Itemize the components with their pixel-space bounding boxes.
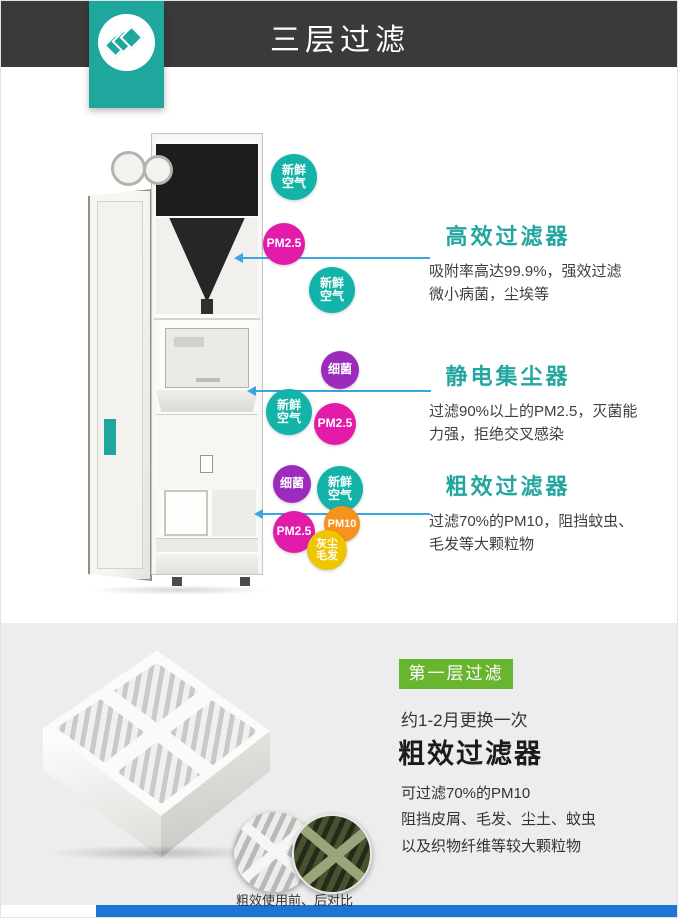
callout-electrostatic: 静电集尘器 过滤90%以上的PM2.5，灭菌能 力强，拒绝交叉感染 [383,359,655,447]
unit-base [156,538,258,552]
callout-arrow [247,386,431,396]
replace-interval-note: 约1-2月更换一次 [401,711,528,730]
door-inner-panel [97,201,143,569]
layers-icon [98,14,155,71]
unit-open-door [88,189,152,581]
badge-pm25: PM2.5 [314,403,356,445]
bottom-accent-bar [96,905,677,917]
callout-title: 高效过滤器 [445,224,571,249]
angled-panel [156,390,258,412]
air-duct [111,151,146,186]
filter-shadow [47,845,267,861]
layer-one-badge: 第一层过滤 [399,659,513,689]
callout-title: 粗效过滤器 [445,474,571,499]
unit-foot [240,577,250,586]
top-air-chamber [156,144,258,216]
badge-germ: 细菌 [273,465,311,503]
coarse-filter-description: 可过滤70%的PM10 阻挡皮屑、毛发、尘土、蚊虫 以及织物纤维等较大颗粒物 [401,785,597,855]
coarse-filter-title: 粗效过滤器 [398,739,543,769]
door-label-sticker [104,419,116,455]
unit-kickplate [156,554,258,574]
badge-fresh-air: 新鲜 空气 [266,389,312,435]
product-photo [86,129,271,595]
badge-fresh-air: 新鲜 空气 [309,267,355,313]
callout-title: 静电集尘器 [445,364,571,389]
lower-opening [212,490,256,536]
page-title: 三层过滤 [270,24,410,57]
hepa-v-filter [156,218,258,314]
badge-dust-hair: 灰尘 毛发 [307,530,347,570]
collector-handle [196,378,220,382]
compare-caption: 粗效使用前、后对比 [235,893,353,908]
callout-body: 过滤70%的PM10，阻挡蚊虫、 毛发等大颗粒物 [429,513,634,554]
coarse-filter-photo [41,647,273,861]
collector-label [174,337,204,347]
electrostatic-collector [165,328,249,388]
brand-logo [89,1,164,108]
v-filter-stem [200,298,214,314]
coarse-filter-slot [164,490,208,536]
callout-body: 吸附率高达99.9%，强效过滤 微小病菌，尘埃等 [429,263,622,304]
unit-foot [172,577,182,586]
badge-fresh-air: 新鲜 空气 [317,466,363,512]
air-duct [143,155,173,185]
badge-pm25: PM2.5 [263,223,305,265]
compare-after-circle [292,814,372,894]
unit-cabinet [151,133,263,575]
warning-sticker [200,455,213,473]
callout-body: 过滤90%以上的PM2.5，灭菌能 力强，拒绝交叉感染 [429,403,638,444]
callout-hepa-filter: 高效过滤器 吸附率高达99.9%，强效过滤 微小病菌，尘埃等 [383,219,655,307]
filter-top-face [43,650,271,816]
callout-coarse-filter: 粗效过滤器 过滤70%的PM10，阻挡蚊虫、 毛发等大颗粒物 [383,469,655,557]
lower-panel [156,414,258,490]
callout-arrow [234,253,430,263]
unit-shadow [86,585,271,595]
badge-fresh-air: 新鲜 空气 [271,154,317,200]
badge-germ: 细菌 [321,351,359,389]
cabinet-divider [154,318,260,320]
